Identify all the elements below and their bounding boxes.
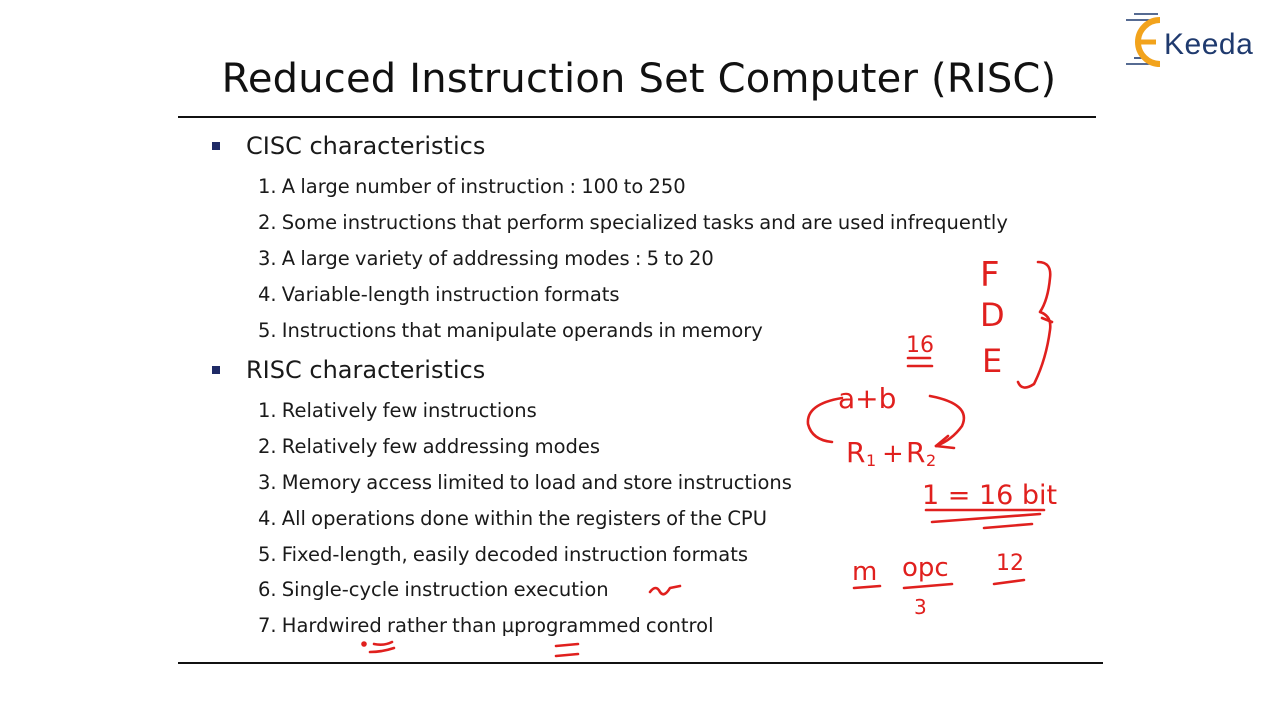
cisc-item: 4. Variable-length instruction formats bbox=[258, 283, 620, 306]
cisc-item: 2. Some instructions that perform specia… bbox=[258, 211, 1008, 234]
note-decode: D bbox=[980, 296, 1005, 334]
ekeeda-logo: Keeda bbox=[1120, 6, 1270, 72]
curve-arrow-mark bbox=[806, 396, 844, 444]
risc-item: 1. Relatively few instructions bbox=[258, 399, 537, 422]
note-a-plus-b: a+b bbox=[838, 382, 896, 415]
risc-item: 5. Fixed-length, easily decoded instruct… bbox=[258, 543, 749, 566]
title-divider bbox=[178, 116, 1096, 118]
curly-brace-mark bbox=[1016, 260, 1052, 389]
tick-mark bbox=[648, 584, 682, 596]
logo-mark-icon bbox=[1126, 13, 1161, 67]
note-word-16-bit: 1 = 16 bit bbox=[922, 480, 1057, 511]
cisc-item: 1. A large number of instruction : 100 t… bbox=[258, 175, 686, 198]
logo-text: Keeda bbox=[1164, 28, 1254, 61]
note-r2: R bbox=[906, 436, 925, 469]
cisc-item: 5. Instructions that manipulate operands… bbox=[258, 319, 763, 342]
cisc-section-heading: CISC characteristics bbox=[212, 132, 485, 160]
risc-item: 6. Single-cycle instruction execution bbox=[258, 578, 609, 601]
risc-item: 7. Hardwired rather than µprogrammed con… bbox=[258, 614, 714, 637]
square-bullet-icon bbox=[212, 142, 220, 150]
risc-section-heading: RISC characteristics bbox=[212, 356, 485, 384]
slide-title: Reduced Instruction Set Computer (RISC) bbox=[221, 56, 1057, 102]
note-sub-1: 1 bbox=[866, 451, 876, 470]
note-plus: + bbox=[882, 439, 904, 469]
note-m: m bbox=[852, 557, 877, 587]
square-bullet-icon bbox=[212, 366, 220, 374]
risc-item: 2. Relatively few addressing modes bbox=[258, 435, 601, 458]
note-fetch: F bbox=[980, 255, 1000, 295]
risc-item: 3. Memory access limited to load and sto… bbox=[258, 471, 792, 494]
note-r: R bbox=[846, 436, 865, 469]
cisc-item: 3. A large variety of addressing modes :… bbox=[258, 247, 714, 270]
cisc-heading-text: CISC characteristics bbox=[246, 132, 486, 160]
note-12: 12 bbox=[996, 551, 1024, 576]
note-sub-2: 2 bbox=[926, 451, 936, 470]
note-opc: opc bbox=[902, 553, 949, 583]
note-16: 16 bbox=[906, 333, 934, 358]
note-execute: E bbox=[982, 342, 1002, 380]
bottom-divider bbox=[178, 662, 1103, 664]
risc-item: 4. All operations done within the regist… bbox=[258, 507, 767, 530]
risc-heading-text: RISC characteristics bbox=[246, 356, 486, 384]
note-3: 3 bbox=[914, 595, 927, 619]
